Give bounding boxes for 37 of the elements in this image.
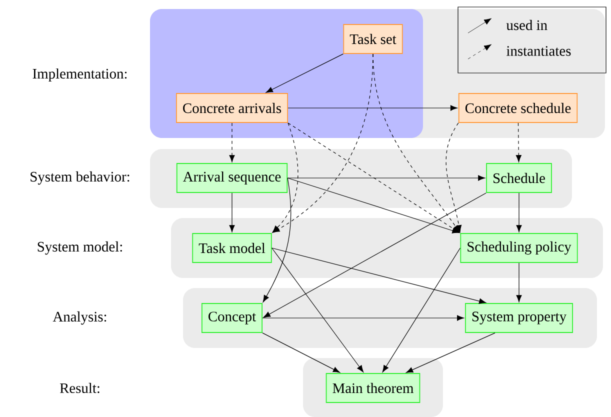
arrow [266,54,344,93]
legend-label: used in [506,20,548,30]
arrow [406,332,496,373]
arrow [229,192,235,232]
arrow [446,122,462,232]
arrow [262,178,292,302]
arrow [262,315,464,321]
legend-label: instantiates [506,46,571,56]
arrow [272,248,364,372]
concept-box: Arrival sequence [176,163,288,193]
arrow [263,192,486,318]
arrow [287,175,486,181]
concept-box: Scheduling policy [460,233,578,263]
row-label: System model: [38,241,122,255]
row-label: Result: [60,382,100,394]
arrow [262,332,340,373]
row-label: Implementation: [32,68,127,82]
arrow [229,122,235,162]
concept-box: Task set [343,24,403,54]
concept-box: System property [465,303,573,333]
row-label: Analysis: [52,311,106,325]
arrow [516,262,522,302]
concept-box: Task model [192,233,272,263]
concept-box: Concept [201,303,263,333]
concept-box: Concrete arrivals [176,93,288,123]
arrow [516,122,522,162]
arrow [272,248,486,304]
concept-box: Schedule [486,163,552,193]
arrow [516,192,522,232]
arrow [272,122,298,232]
arrow [382,248,460,372]
concept-box: Main theorem [326,373,420,403]
arrow [287,178,460,234]
row-label: System behavior: [30,171,130,185]
arrow [288,122,460,233]
concept-box: Concrete schedule [458,93,578,123]
arrow [288,105,458,111]
